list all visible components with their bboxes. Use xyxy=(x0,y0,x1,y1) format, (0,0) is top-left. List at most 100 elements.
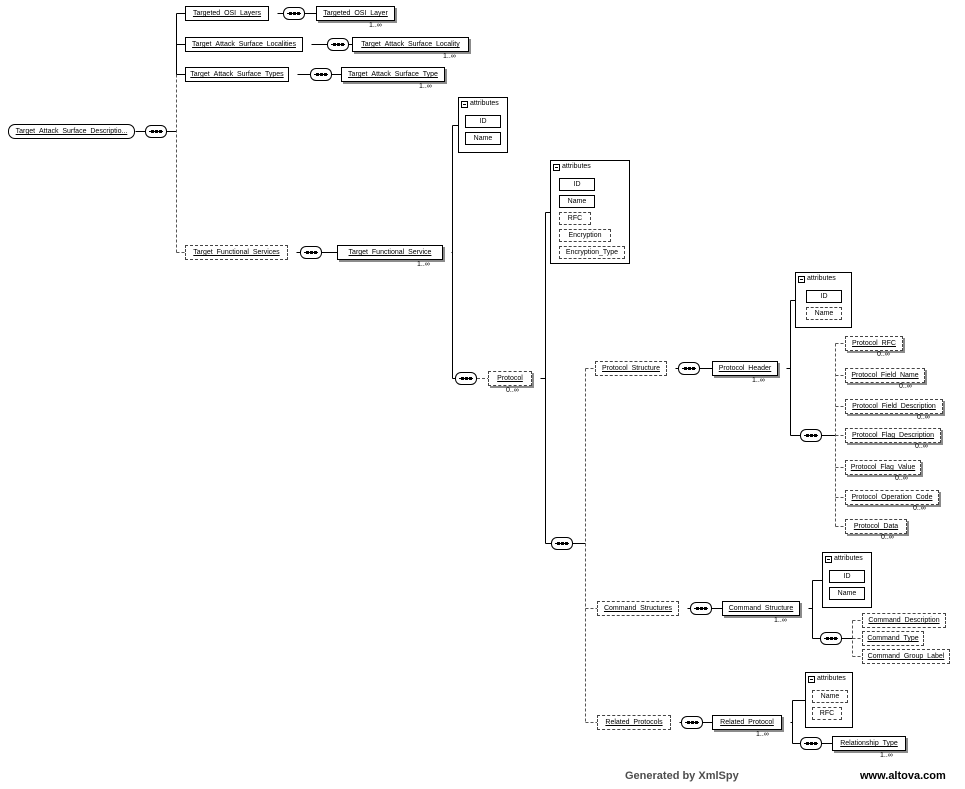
occurrence-label: 0..∞ xyxy=(899,383,912,390)
occurrence-label: 0..∞ xyxy=(506,387,519,394)
occurrence-label: 1..∞ xyxy=(880,752,893,759)
element-targeted-osi-layer[interactable]: Targeted_OSI_Layer xyxy=(316,6,395,21)
sequence-icon xyxy=(300,246,322,259)
element-protocol-flag-value[interactable]: Protocol_Flag_Value xyxy=(845,460,921,475)
element-command-description[interactable]: Command_Description xyxy=(862,613,946,628)
element-label: Related_Protocols xyxy=(605,719,663,726)
element-target-functional-services[interactable]: Target_Functional_Services xyxy=(185,245,288,260)
element-protocol-field-description[interactable]: Protocol_Field_Description xyxy=(845,399,943,414)
element-label: Protocol xyxy=(497,375,523,382)
attribute-name: Name xyxy=(806,307,842,320)
element-target-attack-surface-locality[interactable]: Target_Attack_Surface_Locality xyxy=(352,37,469,52)
element-label: Targeted_OSI_Layer xyxy=(323,10,388,17)
element-protocol-rfc[interactable]: Protocol_RFC xyxy=(845,336,903,351)
element-relationship-type[interactable]: Relationship_Type xyxy=(832,736,906,751)
sequence-icon xyxy=(283,7,305,20)
attributes-title: attributes xyxy=(562,163,591,170)
collapse-icon xyxy=(808,676,815,683)
collapse-icon xyxy=(825,556,832,563)
attribute-rfc: RFC xyxy=(812,707,842,720)
element-label: Protocol_Operation_Code xyxy=(851,494,933,501)
element-label: Protocol_Flag_Value xyxy=(850,464,916,471)
sequence-icon xyxy=(327,38,349,51)
attribute-name: Name xyxy=(812,690,848,703)
element-label: Related_Protocol xyxy=(720,719,774,726)
element-label: Protocol_RFC xyxy=(852,340,896,347)
generated-by-text: Generated by XmlSpy xyxy=(625,770,739,782)
element-protocol-structure[interactable]: Protocol_Structure xyxy=(595,361,667,376)
attributes-box-protocol-header: attributes ID Name xyxy=(795,272,852,328)
element-label: Protocol_Structure xyxy=(602,365,660,372)
collapse-icon xyxy=(461,101,468,108)
element-protocol-data[interactable]: Protocol_Data xyxy=(845,519,907,534)
sequence-icon xyxy=(678,362,700,375)
collapse-icon xyxy=(553,164,560,171)
element-label: Target_Attack_Surface_Descriptio... xyxy=(15,128,128,135)
collapse-icon xyxy=(798,276,805,283)
element-protocol-operation-code[interactable]: Protocol_Operation_Code xyxy=(845,490,939,505)
attributes-title: attributes xyxy=(817,675,846,682)
attribute-id: ID xyxy=(829,570,865,583)
sequence-icon xyxy=(310,68,332,81)
element-command-structures[interactable]: Command_Structures xyxy=(597,601,679,616)
attribute-rfc: RFC xyxy=(559,212,591,225)
element-label: Command_Group_Label xyxy=(867,653,945,660)
sequence-icon xyxy=(800,429,822,442)
attributes-title: attributes xyxy=(470,100,499,107)
element-label: Command_Description xyxy=(868,617,940,624)
element-label: Target_Attack_Surface_Types xyxy=(190,71,284,78)
element-label: Relationship_Type xyxy=(840,740,898,747)
element-target-attack-surface-types[interactable]: Target_Attack_Surface_Types xyxy=(185,67,289,82)
element-target-functional-service[interactable]: Target_Functional_Service xyxy=(337,245,443,260)
occurrence-label: 1..∞ xyxy=(774,617,787,624)
element-protocol-field-name[interactable]: Protocol_Field_Name xyxy=(845,368,925,383)
attributes-box-target-functional-service: attributes ID Name xyxy=(458,97,508,153)
element-label: Target_Functional_Services xyxy=(193,249,280,256)
element-command-type[interactable]: Command_Type xyxy=(862,631,924,646)
element-label: Targeted_OSI_Layers xyxy=(192,10,262,17)
sequence-icon xyxy=(820,632,842,645)
occurrence-label: 1..∞ xyxy=(752,377,765,384)
occurrence-label: 1..∞ xyxy=(756,731,769,738)
occurrence-label: 0..∞ xyxy=(917,414,930,421)
element-protocol[interactable]: Protocol xyxy=(488,371,532,386)
attribute-encryption-type: Encryption_Type xyxy=(559,246,625,259)
element-target-attack-surface-localities[interactable]: Target_Attack_Surface_Localities xyxy=(185,37,303,52)
element-target-attack-surface-type[interactable]: Target_Attack_Surface_Type xyxy=(341,67,445,82)
element-related-protocol[interactable]: Related_Protocol xyxy=(712,715,782,730)
sequence-icon xyxy=(681,716,703,729)
occurrence-label: 0..∞ xyxy=(915,443,928,450)
attribute-id: ID xyxy=(806,290,842,303)
attributes-box-command-structure: attributes ID Name xyxy=(822,552,872,608)
attributes-box-related-protocol: attributes Name RFC xyxy=(805,672,853,728)
attribute-name: Name xyxy=(559,195,595,208)
sequence-icon xyxy=(455,372,477,385)
element-root[interactable]: Target_Attack_Surface_Descriptio... xyxy=(8,124,135,139)
element-command-structure[interactable]: Command_Structure xyxy=(722,601,800,616)
attribute-name: Name xyxy=(829,587,865,600)
attribute-name: Name xyxy=(465,132,501,145)
element-command-group-label[interactable]: Command_Group_Label xyxy=(862,649,950,664)
attribute-encryption: Encryption xyxy=(559,229,611,242)
sequence-icon xyxy=(800,737,822,750)
element-label: Target_Attack_Surface_Localities xyxy=(192,41,296,48)
attribute-id: ID xyxy=(559,178,595,191)
occurrence-label: 0..∞ xyxy=(913,505,926,512)
element-protocol-flag-description[interactable]: Protocol_Flag_Description xyxy=(845,428,941,443)
occurrence-label: 0..∞ xyxy=(881,534,894,541)
occurrence-label: 1..∞ xyxy=(419,83,432,90)
element-related-protocols[interactable]: Related_Protocols xyxy=(597,715,671,730)
occurrence-label: 0..∞ xyxy=(877,351,890,358)
element-label: Protocol_Header xyxy=(718,365,772,372)
element-protocol-header[interactable]: Protocol_Header xyxy=(712,361,778,376)
occurrence-label: 1..∞ xyxy=(443,53,456,60)
element-label: Protocol_Flag_Description xyxy=(851,432,935,439)
element-label: Target_Functional_Service xyxy=(348,249,432,256)
attributes-title: attributes xyxy=(807,275,836,282)
element-targeted-osi-layers[interactable]: Targeted_OSI_Layers xyxy=(185,6,269,21)
element-label: Command_Structures xyxy=(603,605,673,612)
element-label: Target_Attack_Surface_Type xyxy=(348,71,438,78)
element-label: Protocol_Field_Description xyxy=(852,403,936,410)
altova-link[interactable]: www.altova.com xyxy=(860,770,946,782)
